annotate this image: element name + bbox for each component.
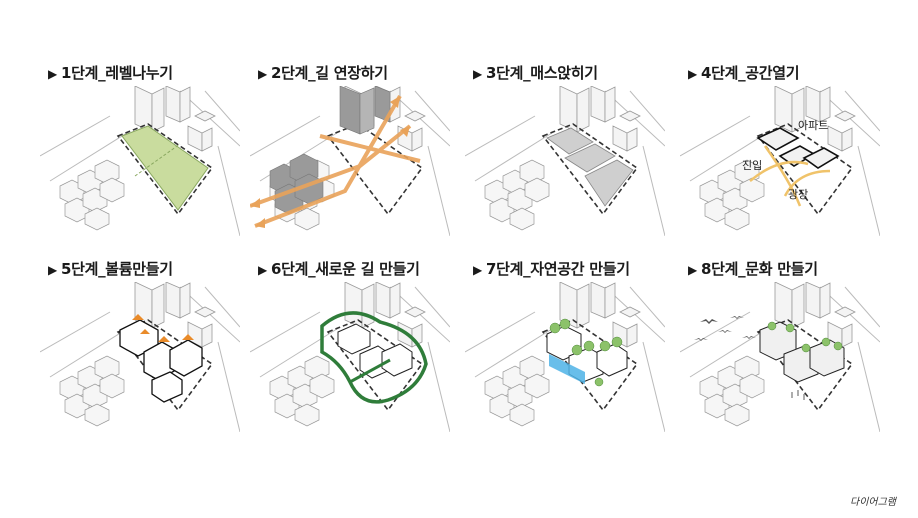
label-plaza: 광장 bbox=[788, 188, 808, 201]
step-7-title-text: 7단계_자연공간 만들기 bbox=[485, 260, 630, 278]
open-space-arrows bbox=[749, 145, 831, 207]
step-7-diagram bbox=[465, 282, 665, 432]
level-divider bbox=[134, 143, 181, 177]
step-2-title-text: 2단계_길 연장하기 bbox=[270, 64, 388, 82]
play-marker-icon: ▶ bbox=[258, 67, 267, 81]
label-entry: 진입 bbox=[742, 159, 762, 172]
people-figures bbox=[791, 390, 805, 400]
credit-caption: 다이어그램 bbox=[850, 497, 896, 508]
arrow-heads bbox=[250, 96, 410, 228]
building-blocks bbox=[337, 323, 413, 379]
step-4-title: ▶4단계_공간열기 bbox=[688, 62, 800, 83]
step-3-diagram bbox=[465, 86, 665, 236]
step-5-title: ▶5단계_볼륨만들기 bbox=[48, 258, 173, 279]
step-4-diagram: 아파트 진입 광장 bbox=[680, 86, 880, 236]
label-apartment: 아파트 bbox=[798, 119, 828, 132]
play-marker-icon: ▶ bbox=[48, 263, 57, 277]
step-8-diagram bbox=[680, 282, 880, 432]
tree-canopies bbox=[549, 318, 623, 387]
step-6-title: ▶6단계_새로운 길 만들기 bbox=[258, 258, 420, 279]
step-2-diagram bbox=[250, 86, 450, 236]
step-3-title: ▶3단계_매스앉히기 bbox=[473, 62, 598, 83]
orange-roof-markers bbox=[132, 314, 194, 342]
play-marker-icon: ▶ bbox=[688, 263, 697, 277]
volume-blocks bbox=[119, 319, 203, 403]
step-5-diagram bbox=[40, 282, 240, 432]
step-2-panel: ▶2단계_길 연장하기 bbox=[250, 62, 450, 232]
step-2-title: ▶2단계_길 연장하기 bbox=[258, 62, 388, 83]
play-marker-icon: ▶ bbox=[48, 67, 57, 81]
step-1-title: ▶1단계_레벨나누기 bbox=[48, 62, 173, 83]
opened-blocks bbox=[756, 127, 840, 169]
step-4-panel: ▶4단계_공간열기 아파트 진입 광장 bbox=[680, 62, 880, 232]
play-marker-icon: ▶ bbox=[688, 67, 697, 81]
step-1-diagram bbox=[40, 86, 240, 236]
play-marker-icon: ▶ bbox=[258, 263, 267, 277]
level-area-green bbox=[121, 125, 209, 211]
new-route-loop bbox=[320, 311, 428, 404]
step-6-title-text: 6단계_새로운 길 만들기 bbox=[270, 260, 420, 278]
step-6-panel: ▶6단계_새로운 길 만들기 bbox=[250, 258, 450, 428]
step-3-panel: ▶3단계_매스앉히기 bbox=[465, 62, 665, 232]
culture-buildings bbox=[759, 321, 845, 383]
step-1-panel: ▶1단계_레벨나누기 bbox=[40, 62, 240, 232]
step-4-title-text: 4단계_공간열기 bbox=[700, 64, 800, 82]
mass-blocks bbox=[546, 127, 634, 207]
new-route-link bbox=[349, 358, 391, 384]
play-marker-icon: ▶ bbox=[473, 67, 482, 81]
step-7-title: ▶7단계_자연공간 만들기 bbox=[473, 258, 630, 279]
tree-canopies bbox=[767, 321, 843, 353]
step-5-title-text: 5단계_볼륨만들기 bbox=[60, 260, 173, 278]
step-8-panel: ▶8단계_문화 만들기 bbox=[680, 258, 880, 428]
step-8-title-text: 8단계_문화 만들기 bbox=[700, 260, 818, 278]
gray-towers bbox=[269, 86, 391, 215]
step-8-title: ▶8단계_문화 만들기 bbox=[688, 258, 818, 279]
path-extensions bbox=[250, 94, 421, 228]
step-6-diagram bbox=[250, 282, 450, 432]
step-3-title-text: 3단계_매스앉히기 bbox=[485, 64, 598, 82]
water-feature bbox=[549, 354, 585, 384]
step-7-panel: ▶7단계_자연공간 만들기 bbox=[465, 258, 665, 428]
step-5-panel: ▶5단계_볼륨만들기 bbox=[40, 258, 240, 428]
play-marker-icon: ▶ bbox=[473, 263, 482, 277]
bird-icons bbox=[694, 316, 756, 341]
step-1-title-text: 1단계_레벨나누기 bbox=[60, 64, 173, 82]
